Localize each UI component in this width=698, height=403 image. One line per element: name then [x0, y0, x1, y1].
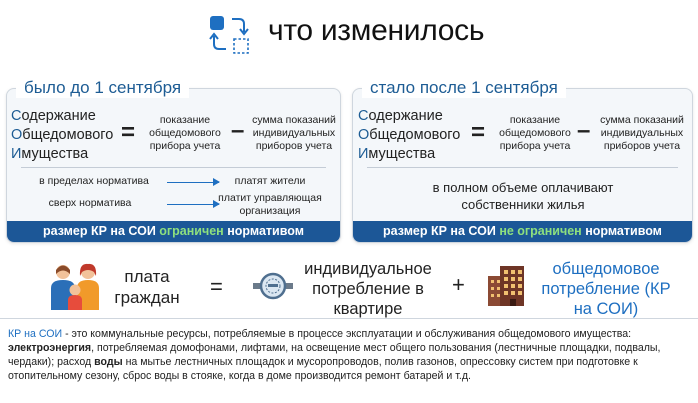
water-meter-icon [253, 272, 293, 300]
over-norm-text: сверх норматива [48, 197, 132, 209]
individual-consumption-text: индивидуальное потребление в квартире [304, 260, 432, 318]
equals-sign: = [210, 274, 223, 299]
common-property-term: Содержание Общедомового Имущества [358, 108, 461, 162]
meter-reading-text: показание общедомового прибора учета [149, 114, 221, 152]
divider [367, 167, 678, 168]
sum-individual-text: сумма показаний индивидуальных приборов … [600, 114, 684, 152]
page-title: что изменилось [268, 14, 485, 47]
definition-text: КР на СОИ - это коммунальные ресурсы, по… [8, 328, 661, 382]
sum-individual-text: сумма показаний индивидуальных приборов … [252, 114, 336, 152]
within-norm-text: в пределах норматива [39, 175, 149, 187]
minus-sign: – [231, 117, 245, 144]
before-panel: Содержание Общедомового Имущества = пока… [6, 88, 341, 243]
apartment-building-icon [486, 262, 530, 306]
limit-bar: размер КР на СОИ не ограничен нормативом [353, 221, 692, 242]
arrow-icon [167, 178, 220, 186]
divider [0, 318, 698, 319]
changes-icon [208, 13, 250, 55]
common-property-term: Содержание Общедомового Имущества [11, 108, 114, 162]
company-pays-text: платит управляющая организация [218, 192, 322, 217]
minus-sign: – [577, 117, 591, 144]
meter-reading-text: показание общедомового прибора учета [499, 114, 571, 152]
full-payment-text: в полном объеме оплачивают собственники … [432, 180, 614, 212]
before-heading: было до 1 сентября [16, 78, 190, 98]
arrow-icon [167, 200, 220, 208]
divider [21, 167, 326, 168]
residents-pay-text: платят жители [234, 175, 306, 187]
after-panel: Содержание Общедомового Имущества = пока… [352, 88, 693, 243]
limit-bar: размер КР на СОИ ограничен нормативом [7, 221, 340, 242]
citizens-payment-text: плата граждан [114, 267, 180, 307]
family-icon [48, 262, 104, 310]
after-heading: стало после 1 сентября [362, 78, 566, 98]
equals-sign: = [121, 119, 136, 146]
common-consumption-text: общедомовое потребление (КР на СОИ) [541, 260, 671, 318]
equals-sign: = [471, 119, 486, 146]
plus-sign: + [452, 272, 465, 297]
